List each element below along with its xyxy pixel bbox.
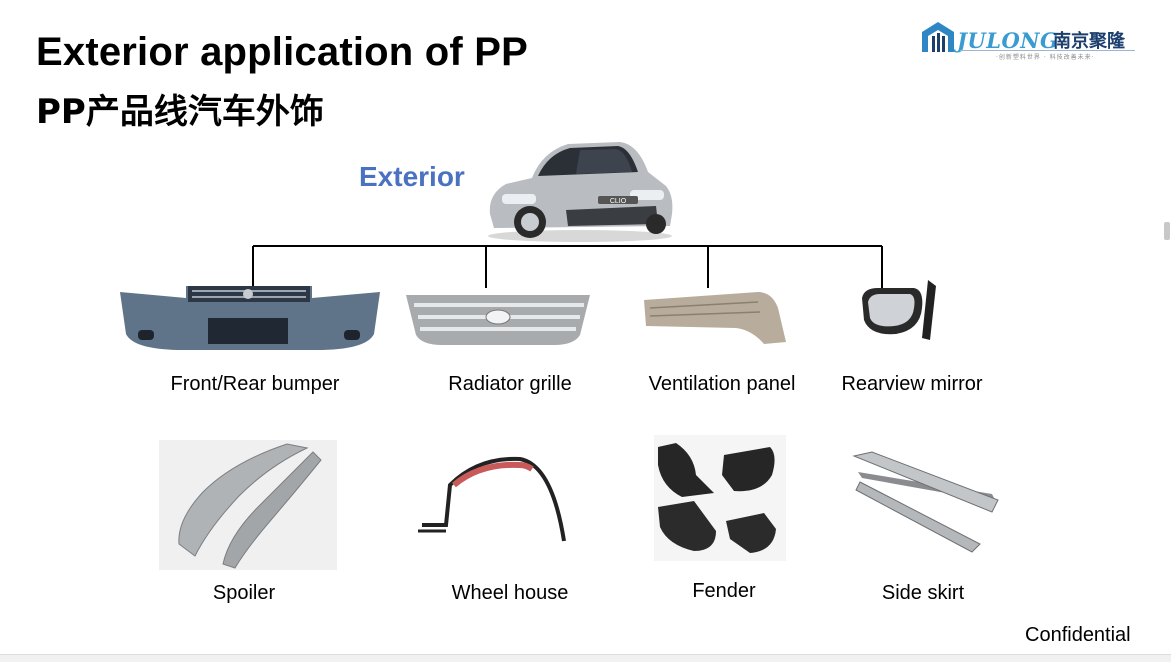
part-label-grille: Radiator grille <box>448 373 572 395</box>
fender-icon <box>658 443 776 553</box>
confidential-footer: Confidential <box>1025 624 1131 646</box>
ventilation-panel-icon <box>644 292 786 344</box>
part-label-ventilation-panel: Ventilation panel <box>648 373 796 395</box>
logo-slogan: ·创新塑料世界 · 科技改善未来· <box>996 54 1095 61</box>
wheel-house-icon <box>418 456 566 542</box>
part-label-bumper: Front/Rear bumper <box>170 373 340 395</box>
spoiler-icon <box>178 443 322 569</box>
scrollbar-thumb[interactable] <box>1164 222 1170 240</box>
logo-brand: JULONG <box>957 28 1059 53</box>
part-label-side-skirt: Side skirt <box>881 582 965 604</box>
spoiler-image <box>159 440 337 570</box>
part-label-spoiler: Spoiler <box>212 582 276 604</box>
car-image: CLIO <box>488 142 673 242</box>
grille-icon <box>406 295 590 345</box>
part-label-wheel-house: Wheel house <box>451 582 569 604</box>
mirror-icon <box>862 280 936 340</box>
part-label-fender: Fender <box>692 580 756 602</box>
logo-mark-icon <box>922 22 954 52</box>
part-label-mirror: Rearview mirror <box>841 373 983 395</box>
car-badge: CLIO <box>610 198 627 205</box>
bumper-icon <box>120 286 380 350</box>
slide-title-en: Exterior application of PP <box>36 30 528 74</box>
side-skirt-icon <box>852 451 999 553</box>
exterior-heading: Exterior <box>359 161 465 192</box>
logo-underline <box>960 50 1135 51</box>
slide-title-zh: PP产品线汽车外饰 <box>36 92 324 132</box>
logo-brand-zh: 南京聚隆 <box>1053 31 1125 52</box>
fender-image <box>654 435 786 561</box>
bottom-scrollbar[interactable] <box>0 654 1171 662</box>
company-logo <box>920 18 1140 66</box>
